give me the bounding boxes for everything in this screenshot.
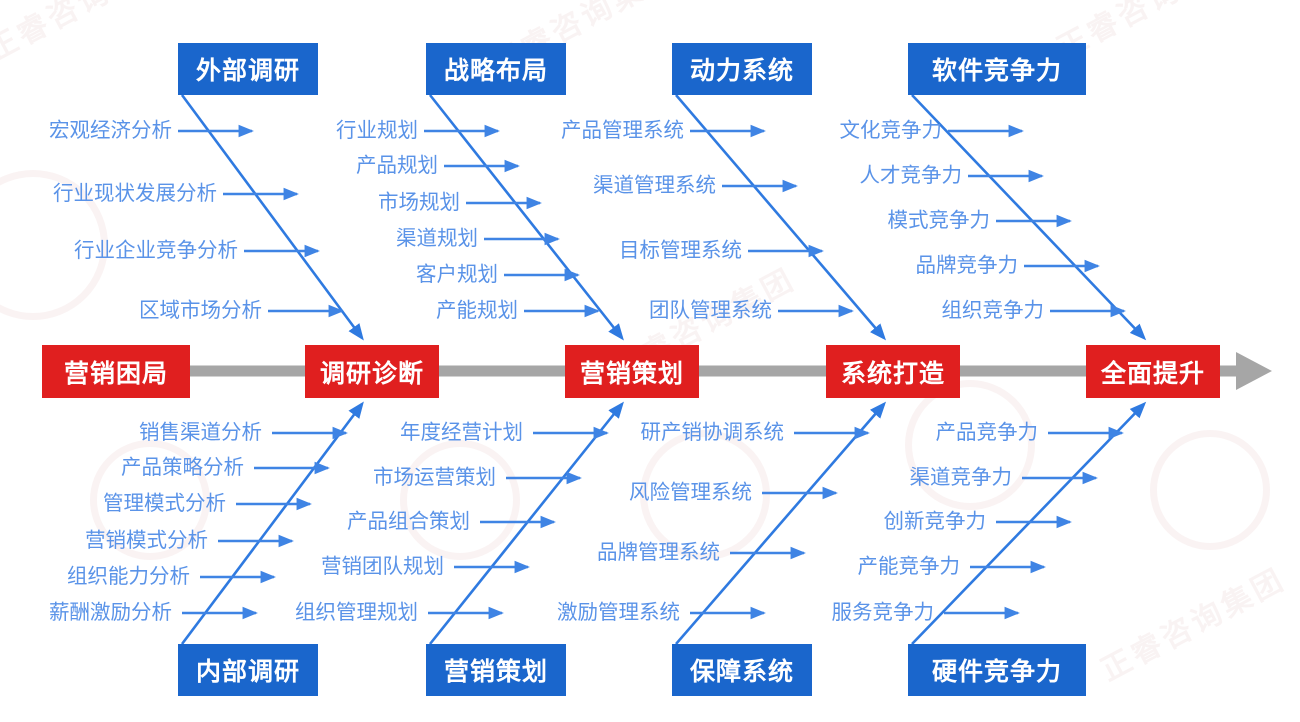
category-label: 动力系统 (689, 57, 794, 85)
category-label: 战略布局 (443, 57, 548, 85)
cause-label: 区域市场分析 (139, 298, 262, 322)
cause-label: 渠道规划 (396, 226, 478, 250)
category-box-top-2[interactable]: 战略布局 (426, 43, 566, 95)
cause-label: 产品组合策划 (347, 509, 470, 533)
cause-label: 渠道竞争力 (909, 465, 1013, 489)
category-label: 内部调研 (195, 658, 300, 686)
spine-node-label: 全面提升 (1100, 359, 1205, 388)
category-label: 保障系统 (689, 658, 794, 686)
spine-node-label: 系统打造 (840, 359, 945, 388)
cause-label: 行业现状发展分析 (53, 181, 217, 205)
spine-node-4[interactable]: 系统打造 (826, 345, 960, 398)
cause-label: 宏观经济分析 (49, 118, 172, 142)
spine-node-5[interactable]: 全面提升 (1086, 345, 1220, 398)
cause-label: 服务竞争力 (831, 600, 935, 624)
cause-label: 组织管理规划 (295, 600, 418, 624)
category-box-bottom-1[interactable]: 内部调研 (178, 644, 318, 696)
cause-label: 研产销协调系统 (640, 420, 785, 444)
cause-label: 组织竞争力 (941, 298, 1045, 322)
cause-label: 营销团队规划 (321, 554, 444, 578)
category-box-top-3[interactable]: 动力系统 (672, 43, 812, 95)
cause-label: 产能竞争力 (857, 554, 961, 578)
cause-label: 产能规划 (436, 298, 518, 322)
category-label: 营销策划 (443, 658, 548, 686)
category-label: 硬件竞争力 (931, 658, 1062, 686)
cause-label: 行业规划 (336, 118, 418, 142)
cause-label: 薪酬激励分析 (49, 600, 172, 624)
cause-label: 激励管理系统 (557, 600, 680, 624)
cause-label: 行业企业竞争分析 (74, 238, 238, 262)
spine-arrowhead (1236, 352, 1272, 390)
cause-label: 年度经营计划 (400, 420, 523, 444)
cause-label: 模式竞争力 (887, 208, 991, 232)
cause-label: 产品竞争力 (935, 420, 1039, 444)
cause-label: 渠道管理系统 (593, 173, 716, 197)
cause-label: 市场运营策划 (373, 465, 496, 489)
cause-label: 品牌管理系统 (597, 540, 720, 564)
cause-label: 品牌竞争力 (915, 253, 1019, 277)
bone-upper (180, 94, 1147, 341)
cause-label: 组织能力分析 (67, 564, 190, 588)
leaf-arrows (178, 124, 1126, 620)
spine-node-2[interactable]: 调研诊断 (305, 345, 439, 398)
cause-label: 团队管理系统 (649, 298, 772, 322)
category-box-bottom-2[interactable]: 营销策划 (426, 644, 566, 696)
cause-label: 风险管理系统 (629, 480, 752, 504)
cause-label: 市场规划 (378, 190, 460, 214)
bone-lower (180, 401, 1147, 645)
category-box-top-1[interactable]: 外部调研 (178, 43, 318, 95)
cause-label: 客户规划 (416, 262, 498, 286)
cause-label: 管理模式分析 (103, 491, 226, 515)
spine-node-1[interactable]: 营销困局 (42, 345, 190, 398)
category-box-bottom-4[interactable]: 硬件竞争力 (908, 644, 1086, 696)
cause-label: 产品策略分析 (121, 455, 244, 479)
cause-label: 产品管理系统 (561, 118, 684, 142)
spine-node-3[interactable]: 营销策划 (565, 345, 699, 398)
cause-label: 创新竞争力 (883, 509, 987, 533)
cause-label: 人才竞争力 (859, 163, 963, 187)
cause-label: 营销模式分析 (85, 528, 208, 552)
cause-label: 目标管理系统 (619, 238, 742, 262)
cause-label: 产品规划 (356, 153, 438, 177)
category-label: 外部调研 (195, 57, 300, 85)
category-box-bottom-3[interactable]: 保障系统 (672, 644, 812, 696)
category-box-top-4[interactable]: 软件竞争力 (908, 43, 1086, 95)
category-label: 软件竞争力 (931, 57, 1062, 85)
cause-label: 销售渠道分析 (139, 420, 262, 444)
cause-label: 文化竞争力 (839, 118, 943, 142)
spine-node-label: 营销困局 (63, 359, 168, 388)
spine-node-label: 调研诊断 (319, 359, 424, 388)
spine-node-label: 营销策划 (579, 359, 684, 388)
